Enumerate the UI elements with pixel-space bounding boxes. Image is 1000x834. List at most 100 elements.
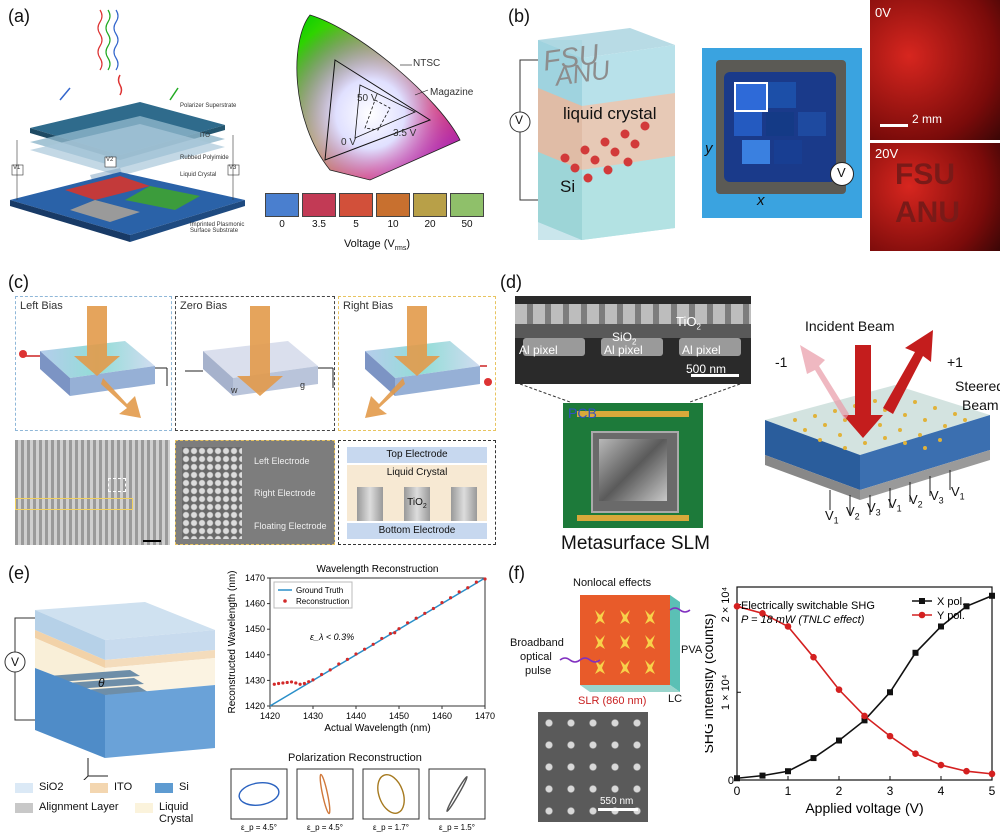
layer-stack-diagram: Top Electrode Liquid Crystal TiO2 Bottom…	[338, 440, 496, 545]
panel-label-f: (f)	[508, 563, 525, 583]
x-pol-point	[759, 772, 766, 779]
x-pol-point	[912, 649, 919, 656]
broadband-label-3: pulse	[525, 665, 552, 677]
tio2-layer-label: TiO2	[676, 314, 701, 332]
panel-label-e: (e)	[8, 563, 30, 583]
right-bias-box	[338, 296, 496, 431]
reconstruction-point	[388, 631, 392, 636]
photo-anu-text: ANU	[895, 196, 960, 229]
broadband-label-2: optical	[520, 651, 552, 663]
panel-label-c: (c)	[8, 272, 29, 292]
y-pol-point	[835, 686, 843, 693]
tio2-label: TiO2	[407, 497, 427, 510]
legend-label: Alignment Layer	[39, 801, 119, 813]
reconstruction-point	[474, 580, 478, 584]
left-electrode-label: Left Electrode	[254, 456, 310, 466]
cie-chromaticity-diagram	[296, 14, 461, 181]
polarization-frame	[296, 768, 354, 820]
pixel-voltage-label: V2	[909, 492, 923, 510]
swatch-value-label: 20	[424, 219, 436, 230]
y-tick-label: 0	[728, 775, 734, 787]
pixel-voltage-label: V2	[846, 504, 860, 522]
metasurface-slm-title: Metasurface SLM	[561, 533, 710, 554]
legend-label: Y pol.	[937, 610, 965, 622]
x-tick-label: 3	[887, 784, 894, 798]
reconstruction-point	[272, 682, 276, 686]
y-pol-point	[912, 750, 919, 757]
x-pol-point	[861, 717, 868, 724]
reconstruction-point	[311, 678, 315, 682]
bottom-electrode-layer: Bottom Electrode	[347, 523, 487, 539]
axis-y-label: y	[705, 140, 713, 157]
x-tick-label: 0	[734, 784, 741, 798]
pixel-voltage-label: V1	[825, 508, 839, 526]
reconstruction-point	[466, 586, 470, 590]
steered-label-1: Steered	[955, 378, 1000, 394]
y-tick-label: 1470	[245, 573, 265, 583]
legend-label: X pol.	[937, 596, 965, 608]
reconstruction-point	[457, 590, 461, 594]
voltage-label-v1: V1	[13, 165, 21, 171]
y-axis-label: Reconstructed Wavelength (nm)	[227, 570, 238, 713]
x-pol-point	[734, 775, 740, 782]
y-tick-label: 1450	[245, 624, 265, 634]
legend-label: Si	[179, 781, 189, 793]
sem-zoom-image	[175, 440, 335, 545]
reconstruction-point	[285, 680, 289, 685]
reconstruction-point	[406, 621, 410, 625]
reconstruction-point	[277, 681, 281, 686]
nonlocal-label: Nonlocal effects	[573, 577, 652, 589]
voltage-swatch	[450, 193, 484, 217]
left-bias-box	[15, 296, 172, 431]
y-tick-label: 1420	[245, 701, 265, 711]
annotation-1: Electrically switchable SHG	[741, 600, 875, 612]
photo-20v	[870, 143, 1000, 251]
legend-label: SiO2	[39, 781, 64, 793]
layer-label-lc: Liquid Crystal	[180, 172, 217, 178]
y-pol-point	[886, 732, 894, 740]
floating-electrode-label: Floating Electrode	[254, 521, 327, 531]
tripod-sem-image	[538, 712, 648, 822]
voltage-swatch	[376, 193, 410, 217]
x-tick-label: 1420	[260, 711, 280, 721]
pixel-voltage-label: V3	[867, 500, 881, 518]
voltage-label-v2: V2	[106, 157, 114, 163]
x-axis-label: Applied voltage (V)	[805, 800, 923, 816]
reconstruction-point	[371, 642, 375, 646]
legend-swatch	[90, 783, 108, 793]
pol-title: Polarization Reconstruction	[288, 752, 422, 764]
y-tick-label: 1440	[245, 650, 265, 660]
x-pol-point	[887, 689, 893, 696]
tripod-scale-label: 550 nm	[600, 796, 634, 807]
al-pixel-label-1: Al pixel	[519, 343, 558, 357]
reconstruction-point	[302, 681, 306, 686]
reconstruction-point	[363, 647, 367, 651]
x-tick-label: 5	[989, 784, 996, 798]
x-tick-label: 1430	[303, 711, 323, 721]
e-voltage-label: V	[11, 655, 20, 669]
lc-metasurface-device-diagram	[509, 28, 675, 240]
voltage-swatch	[302, 193, 336, 217]
polarization-ellipse	[238, 782, 280, 806]
legend-label: Liquid Crystal	[159, 801, 194, 825]
legend-swatch-rc	[283, 599, 287, 603]
voltage-swatch	[265, 193, 299, 217]
y-pol-point	[733, 603, 741, 610]
legend-swatch	[15, 803, 33, 813]
swatch-value-label: 0	[279, 219, 285, 230]
legend-marker	[919, 598, 925, 604]
pva-label: PVA	[681, 644, 703, 656]
legend-swatch	[155, 783, 173, 793]
x-tick-label: 1460	[432, 711, 452, 721]
x-tick-label: 1	[785, 784, 792, 798]
zero-bias-w-label: w	[231, 385, 238, 395]
x-tick-label: 1470	[475, 711, 495, 721]
polarization-error-label: ε_p = 1.5°	[439, 823, 475, 832]
swatch-value-label: 50	[461, 219, 473, 230]
photo-20v-label: 20V	[875, 146, 899, 161]
pcb-label: PCB	[568, 405, 597, 421]
x-tick-label: 4	[938, 784, 945, 798]
